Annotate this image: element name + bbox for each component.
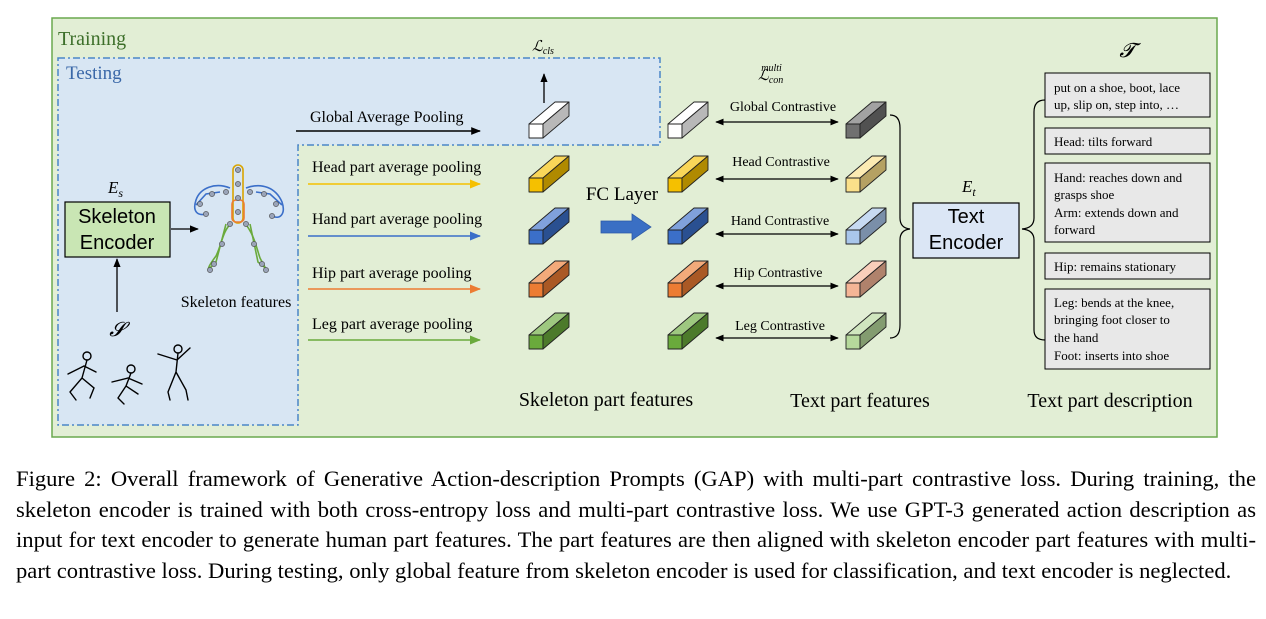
skeleton-global-feature-cube — [528, 101, 570, 139]
framework-diagram: Training Testing Es Skeleton Encoder 𝓢 S… — [51, 17, 1218, 438]
description-head: Head: tilts forward — [1044, 127, 1211, 155]
text-part-features-label: Text part features — [790, 390, 930, 412]
text-leg-feature-cube — [845, 312, 887, 350]
figure-caption: Figure 2: Overall framework of Generativ… — [16, 466, 1256, 583]
description-hand: Hand: reaches down and grasps shoe Arm: … — [1044, 162, 1211, 243]
description-hand-line-3: Arm: extends down and — [1054, 205, 1179, 220]
skeleton-leg-feature-cube — [528, 312, 570, 350]
text-head-feature-cube — [845, 155, 887, 193]
text-feature-bracket — [889, 114, 911, 339]
description-global: put on a shoe, boot, lace up, slip on, s… — [1044, 72, 1211, 118]
fc-layer-label: FC Layer — [586, 184, 659, 205]
hand-contrastive-label: Hand Contrastive — [731, 214, 829, 229]
description-hand-line-1: Hand: reaches down and — [1054, 170, 1183, 185]
global-contrastive-label: Global Contrastive — [730, 100, 836, 115]
description-bracket — [1021, 99, 1046, 341]
text-hip-feature-cube — [845, 260, 887, 298]
fc-layer-arrow — [600, 213, 652, 241]
description-leg-line-2: bringing foot closer to — [1054, 312, 1170, 327]
text-encoder-label-2: Encoder — [929, 232, 1004, 254]
description-leg-line-1: Leg: bends at the knee, — [1054, 295, 1174, 310]
input-skeleton-sequence — [67, 344, 191, 405]
skeleton-encoder-box — [64, 201, 171, 258]
head-contrastive-label: Head Contrastive — [732, 155, 830, 170]
skeleton-features-illustration — [193, 164, 285, 273]
fc-global-feature-cube — [667, 101, 709, 139]
skeleton-encoder-label-1: Skeleton — [78, 206, 156, 228]
description-head-line-1: Head: tilts forward — [1054, 134, 1153, 149]
text-hand-feature-cube — [845, 207, 887, 245]
hip-pool-label: Hip part average pooling — [312, 265, 472, 282]
fc-hand-feature-cube — [667, 207, 709, 245]
feature-cubes — [528, 101, 887, 350]
gap-label: Global Average Pooling — [310, 109, 463, 126]
head-pool-label: Head part average pooling — [312, 159, 481, 176]
text-encoder-label-1: Text — [948, 206, 985, 228]
testing-region — [57, 57, 661, 426]
leg-pool-label: Leg part average pooling — [312, 316, 472, 333]
fc-leg-feature-cube — [667, 312, 709, 350]
description-global-line-1: put on a shoe, boot, lace — [1054, 80, 1180, 95]
et-symbol: Et — [961, 177, 976, 199]
testing-label: Testing — [66, 63, 122, 84]
skeleton-hip-feature-cube — [528, 260, 570, 298]
cls-loss-symbol: ℒcls — [532, 39, 554, 57]
leg-contrastive-label: Leg Contrastive — [735, 319, 825, 334]
training-label: Training — [58, 28, 126, 50]
skeleton-encoder-label-2: Encoder — [80, 232, 155, 254]
description-hand-line-2: grasps shoe — [1054, 187, 1115, 202]
fc-head-feature-cube — [667, 155, 709, 193]
description-global-line-2: up, slip on, step into, … — [1054, 97, 1179, 112]
description-leg: Leg: bends at the knee, bringing foot cl… — [1044, 288, 1211, 370]
description-hip-line-1: Hip: remains stationary — [1054, 259, 1177, 274]
skeleton-hand-feature-cube — [528, 207, 570, 245]
text-global-feature-cube — [845, 101, 887, 139]
hip-contrastive-label: Hip Contrastive — [733, 266, 822, 281]
description-leg-line-4: Foot: inserts into shoe — [1054, 348, 1169, 363]
description-leg-line-3: the hand — [1054, 330, 1099, 345]
text-encoder-box — [912, 202, 1020, 259]
multi-con-loss-symbol: ℒconmulti — [758, 63, 783, 86]
hand-pool-label: Hand part average pooling — [312, 211, 482, 228]
skeleton-features-label: Skeleton features — [181, 294, 292, 311]
skeleton-part-features-label: Skeleton part features — [519, 389, 694, 411]
description-hand-line-4: forward — [1054, 222, 1096, 237]
skeleton-head-feature-cube — [528, 155, 570, 193]
text-part-description-label: Text part description — [1027, 390, 1192, 412]
description-hip: Hip: remains stationary — [1044, 252, 1211, 280]
es-symbol: Es — [107, 178, 123, 200]
fc-hip-feature-cube — [667, 260, 709, 298]
